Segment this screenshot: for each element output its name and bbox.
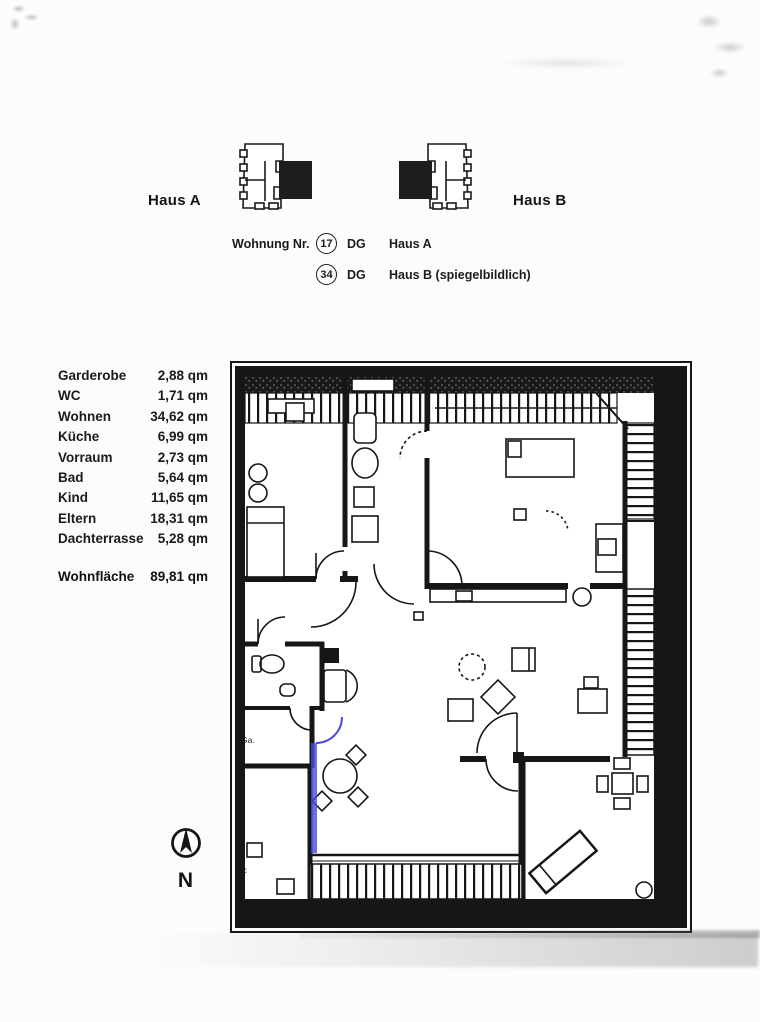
garderobe-abbr-label: Ga. [241, 735, 255, 745]
scan-artifact [6, 2, 42, 36]
room-dachterrasse-furniture [527, 757, 653, 899]
legend-row-haus-a: Wohnung Nr. 17 DG Haus A [232, 231, 562, 256]
haus-a-highlight-block [279, 161, 312, 199]
haus-b-label: Haus B [513, 192, 567, 209]
blue-marker-annotation [311, 716, 343, 853]
room-wc-fixtures [251, 654, 296, 697]
legend-floor: DG [347, 236, 366, 251]
door-swings [257, 430, 519, 792]
haus-b-highlight-block [399, 161, 432, 199]
dining-table-group [310, 743, 370, 813]
north-compass-icon [171, 828, 201, 858]
scan-artifact [470, 52, 710, 74]
haus-b-keyplan-icon [399, 143, 472, 210]
terrace-railing [309, 853, 523, 900]
hall-armchair [323, 669, 358, 703]
apartment-number-badge: 34 [316, 264, 337, 285]
room-bad-kueche-fixtures [351, 378, 395, 543]
bottom-wall [245, 899, 678, 919]
scan-artifact [300, 930, 760, 938]
room-eltern-furniture [505, 438, 624, 573]
floor-plan-drawing: Ga. Sc [230, 361, 692, 933]
scan-artifact [140, 933, 758, 967]
outer-wall [235, 366, 687, 928]
legend-house: Haus A [389, 236, 432, 251]
legend-row-haus-b: 34 DG Haus B (spiegelbildlich) [232, 262, 562, 287]
apartment-number-badge: 17 [316, 233, 337, 254]
haus-a-keyplan-icon [239, 143, 312, 210]
storage-furniture [246, 842, 295, 895]
legend-prefix: Wohnung Nr. [232, 236, 310, 251]
north-label: N [177, 869, 195, 892]
staircase [595, 392, 655, 757]
schrank-abbr-label: Sc [237, 865, 248, 875]
legend-house: Haus B (spiegelbildlich) [389, 267, 531, 282]
haus-a-label: Haus A [148, 192, 201, 209]
north-compass: N [158, 820, 214, 893]
chimney-block [322, 648, 339, 663]
room-kind-furniture [246, 398, 315, 578]
apartment-legend: Wohnung Nr. 17 DG Haus A 34 DG Haus B (s… [232, 231, 562, 293]
plan-outline [230, 361, 692, 933]
furniture [246, 378, 653, 899]
room-wohnen-furniture [413, 587, 608, 722]
scan-artifact [688, 0, 758, 86]
party-wall [654, 376, 678, 918]
legend-floor: DG [347, 267, 366, 282]
